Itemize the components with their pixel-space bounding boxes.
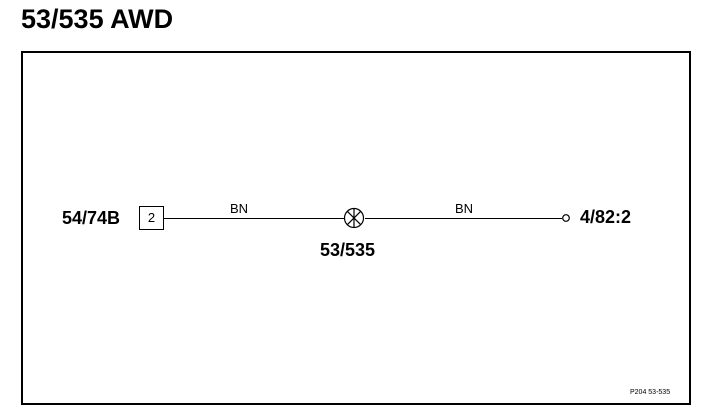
wire-right (365, 218, 562, 219)
right-terminal-label: 4/82:2 (580, 207, 632, 227)
footer-code: P204 53-535 (630, 389, 671, 396)
page-title: 53/535 AWD (21, 4, 174, 34)
wire-right-color-label: BN (455, 201, 474, 216)
wire-left (164, 218, 344, 219)
lamp-icon (343, 207, 365, 229)
lamp-label: 53/535 (320, 240, 376, 260)
left-connector-label: 54/74B (62, 208, 121, 228)
diagram-frame (21, 51, 691, 405)
wire-left-color-label: BN (230, 201, 249, 216)
connector-pin-box: 2 (139, 206, 164, 230)
terminal-icon (562, 214, 570, 222)
